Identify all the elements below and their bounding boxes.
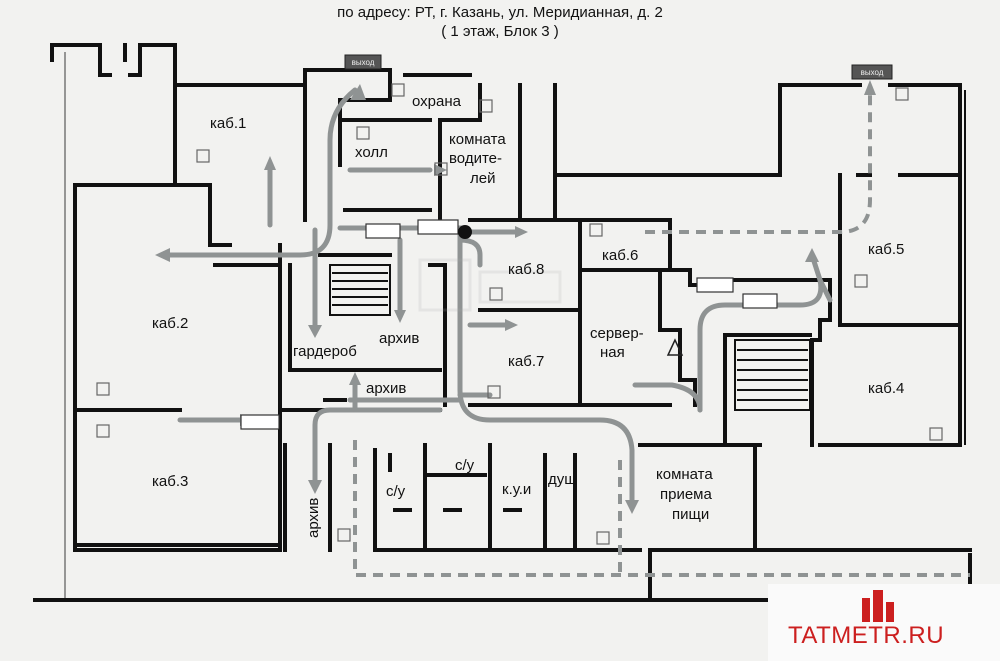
phone-icon (929, 427, 943, 441)
stairs-center (329, 264, 391, 316)
room-dining-line3: пищи (672, 506, 709, 523)
watermark-text: TATMETR.RU (788, 622, 945, 649)
tatmetr-logo-icon (862, 590, 894, 622)
room-holl: холл (355, 144, 388, 161)
room-drivers-line2: водите- (449, 150, 502, 167)
exit-label-right: выход (861, 68, 884, 77)
phone-icon (434, 162, 448, 176)
room-arkhiv-mid: архив (366, 380, 406, 397)
phone-icon (487, 385, 501, 399)
direction-signs (240, 219, 778, 430)
room-server-line1: сервер- (590, 325, 644, 342)
dashed-arrowhead (864, 80, 876, 95)
room-drivers-line3: лей (470, 170, 495, 187)
room-kab7: каб.7 (508, 353, 544, 370)
walls (33, 43, 972, 602)
evacuation-arrows (155, 84, 819, 514)
phone-icon (96, 382, 110, 396)
room-kab4: каб.4 (868, 380, 904, 397)
fire-detector-icon (895, 87, 909, 101)
room-shower: душ (548, 471, 576, 488)
exit-label-left: выход (352, 58, 375, 67)
phone-icon (489, 287, 503, 301)
room-dining-line1: комната (656, 466, 713, 483)
warning-icon (666, 338, 684, 356)
exit-sign-right: выход (851, 64, 893, 80)
safety-icons (96, 83, 943, 545)
watermark-faint (418, 258, 562, 312)
plan-floor: ( 1 этаж, Блок 3 ) (441, 23, 559, 40)
evacuation-routes (167, 87, 833, 503)
room-kab5: каб.5 (868, 241, 904, 258)
phone-icon (854, 274, 868, 288)
room-kab2: каб.2 (152, 315, 188, 332)
stairs-right (734, 339, 811, 411)
room-arkhiv-vertical: архив (305, 498, 322, 538)
fire-detector-icon (391, 83, 405, 97)
room-wc-2: с/у (455, 457, 475, 474)
exit-sign-left: выход (344, 54, 382, 70)
room-dining-line2: приема (660, 486, 712, 503)
you-are-here-marker (458, 225, 472, 239)
room-kab1: каб.1 (210, 115, 246, 132)
fire-detector-icon (356, 126, 370, 140)
fire-detector-icon (596, 531, 610, 545)
phone-icon (196, 149, 210, 163)
room-kab8: каб.8 (508, 261, 544, 278)
phone-icon (96, 424, 110, 438)
room-wc-1: с/у (386, 483, 406, 500)
room-garderob: гардероб (293, 343, 357, 360)
room-kab3: каб.3 (152, 473, 188, 490)
fire-detector-icon (337, 528, 351, 542)
evacuation-dashed-routes (353, 95, 970, 577)
phone-icon (589, 223, 603, 237)
phone-icon (479, 99, 493, 113)
plan-address: по адресу: РТ, г. Казань, ул. Меридианна… (337, 4, 663, 21)
room-drivers-line1: комната (449, 131, 506, 148)
room-okhrana: охрана (412, 93, 462, 110)
room-kui: к.у.и (502, 481, 531, 498)
room-arkhiv-small: архив (379, 330, 419, 347)
room-kab6: каб.6 (602, 247, 638, 264)
watermark-box (768, 584, 1000, 661)
room-server-line2: ная (600, 344, 625, 361)
